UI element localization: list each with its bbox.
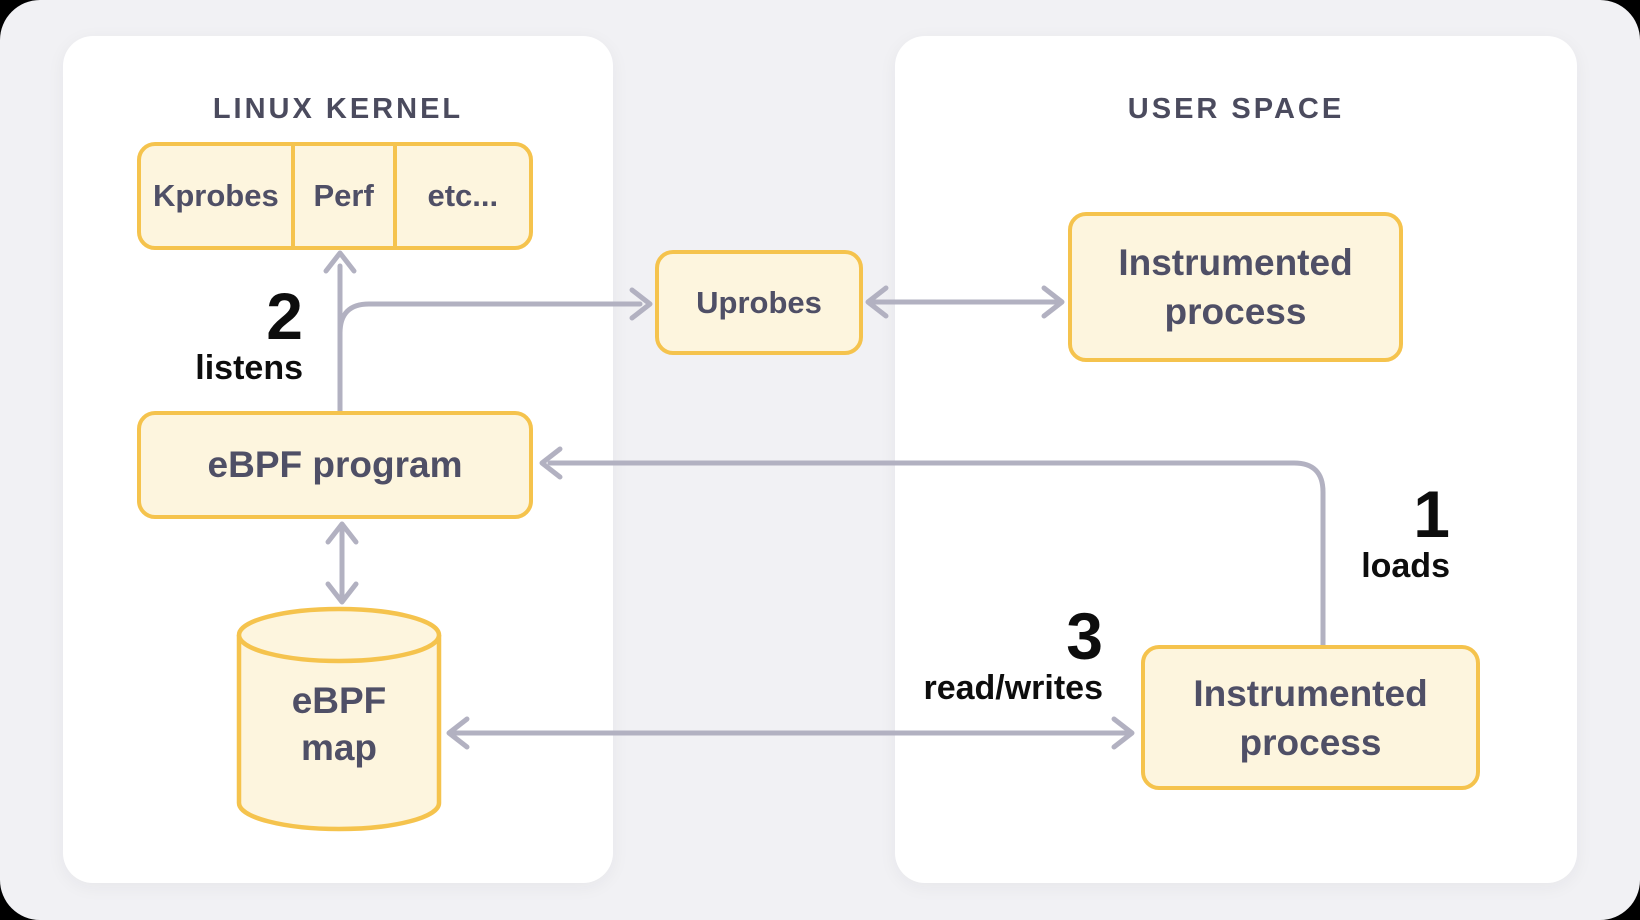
step-2-label: listens — [195, 349, 303, 387]
ebpf-map-node: eBPF map — [235, 605, 443, 833]
step-2-listens: 2 listens — [143, 279, 303, 388]
program-map-arrow — [325, 521, 359, 605]
step-3-label: read/writes — [923, 669, 1103, 707]
probe-sources-node: Kprobes Perf etc... — [137, 142, 533, 250]
step-3-number: 3 — [1066, 599, 1103, 673]
listens-to-uprobes-arrow — [337, 287, 653, 336]
step-1-label: loads — [1361, 547, 1450, 585]
kprobes-cell: Kprobes — [152, 178, 279, 213]
instrumented-process-top-node: Instrumented process — [1068, 212, 1403, 362]
readwrites-arrow — [446, 716, 1135, 750]
user-space-title: USER SPACE — [1127, 93, 1345, 125]
ebpf-map-label: eBPF map — [291, 680, 387, 768]
linux-kernel-title: LINUX KERNEL — [212, 93, 464, 125]
listens-arrow — [323, 250, 357, 414]
loads-arrow — [539, 446, 1326, 648]
ebpf-program-node: eBPF program — [137, 411, 533, 519]
uprobes-node: Uprobes — [655, 250, 863, 355]
uprobes-process-arrow — [865, 285, 1065, 319]
step-1-number: 1 — [1413, 477, 1450, 551]
instrumented-process-bottom-node: Instrumented process — [1141, 645, 1480, 790]
cylinder-shape — [236, 606, 442, 832]
step-1-loads: 1 loads — [1290, 477, 1450, 586]
step-2-number: 2 — [266, 279, 303, 353]
perf-cell: Perf — [290, 146, 393, 246]
step-3-read-writes: 3 read/writes — [923, 599, 1103, 708]
etc-cell: etc... — [392, 146, 529, 246]
